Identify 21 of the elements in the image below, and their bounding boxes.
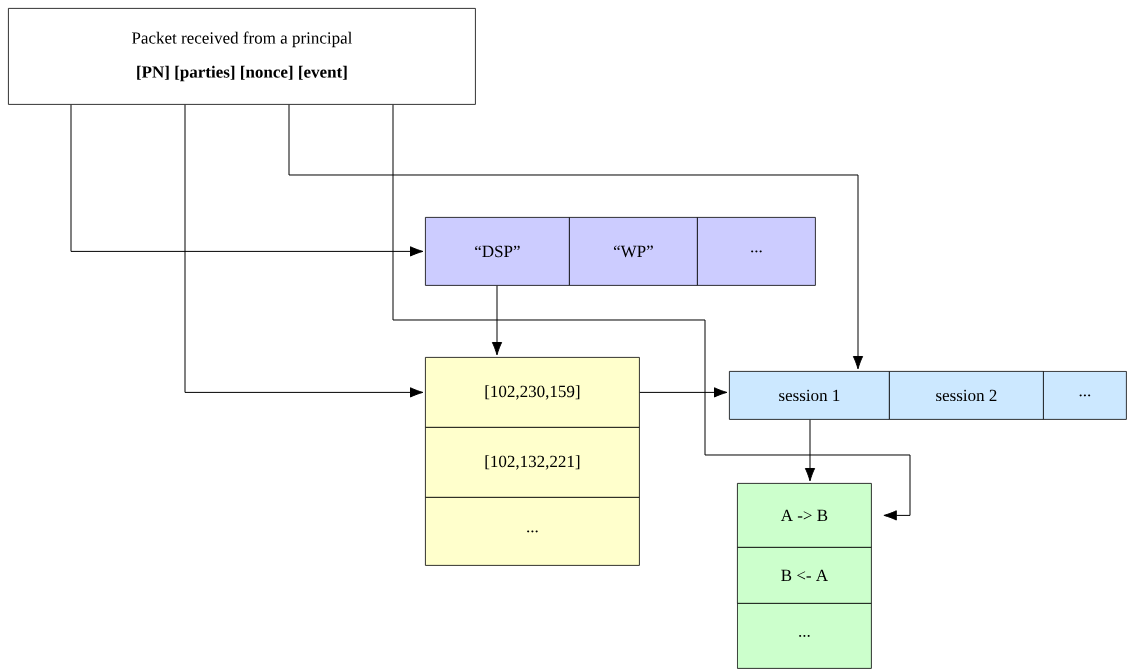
packet-box: Packet received from a principal [PN] [parties] [nonce] [event] bbox=[8, 8, 476, 105]
table-cell: B <- A bbox=[737, 547, 872, 604]
table-cell: session 1 bbox=[729, 371, 890, 420]
arrow bbox=[184, 104, 424, 398]
arrow bbox=[70, 104, 424, 257]
table-cell: ... bbox=[737, 603, 872, 669]
table-cell: “WP” bbox=[569, 217, 698, 286]
arrow bbox=[491, 285, 503, 356]
table-cell: ... bbox=[425, 497, 640, 566]
table-cell: “DSP” bbox=[425, 217, 570, 286]
table-cell: A -> B bbox=[737, 483, 872, 548]
arrow bbox=[288, 104, 864, 370]
table-cell: [102,230,159] bbox=[425, 357, 640, 428]
arrow bbox=[639, 387, 728, 398]
node-label: ... bbox=[1079, 394, 1091, 397]
table-cell: ... bbox=[697, 217, 816, 286]
table-cell: [102,132,221] bbox=[425, 427, 640, 498]
table-cell: ... bbox=[1043, 371, 1127, 420]
table-cell: session 2 bbox=[889, 371, 1044, 420]
arrow bbox=[392, 104, 911, 521]
arrow bbox=[804, 419, 816, 482]
